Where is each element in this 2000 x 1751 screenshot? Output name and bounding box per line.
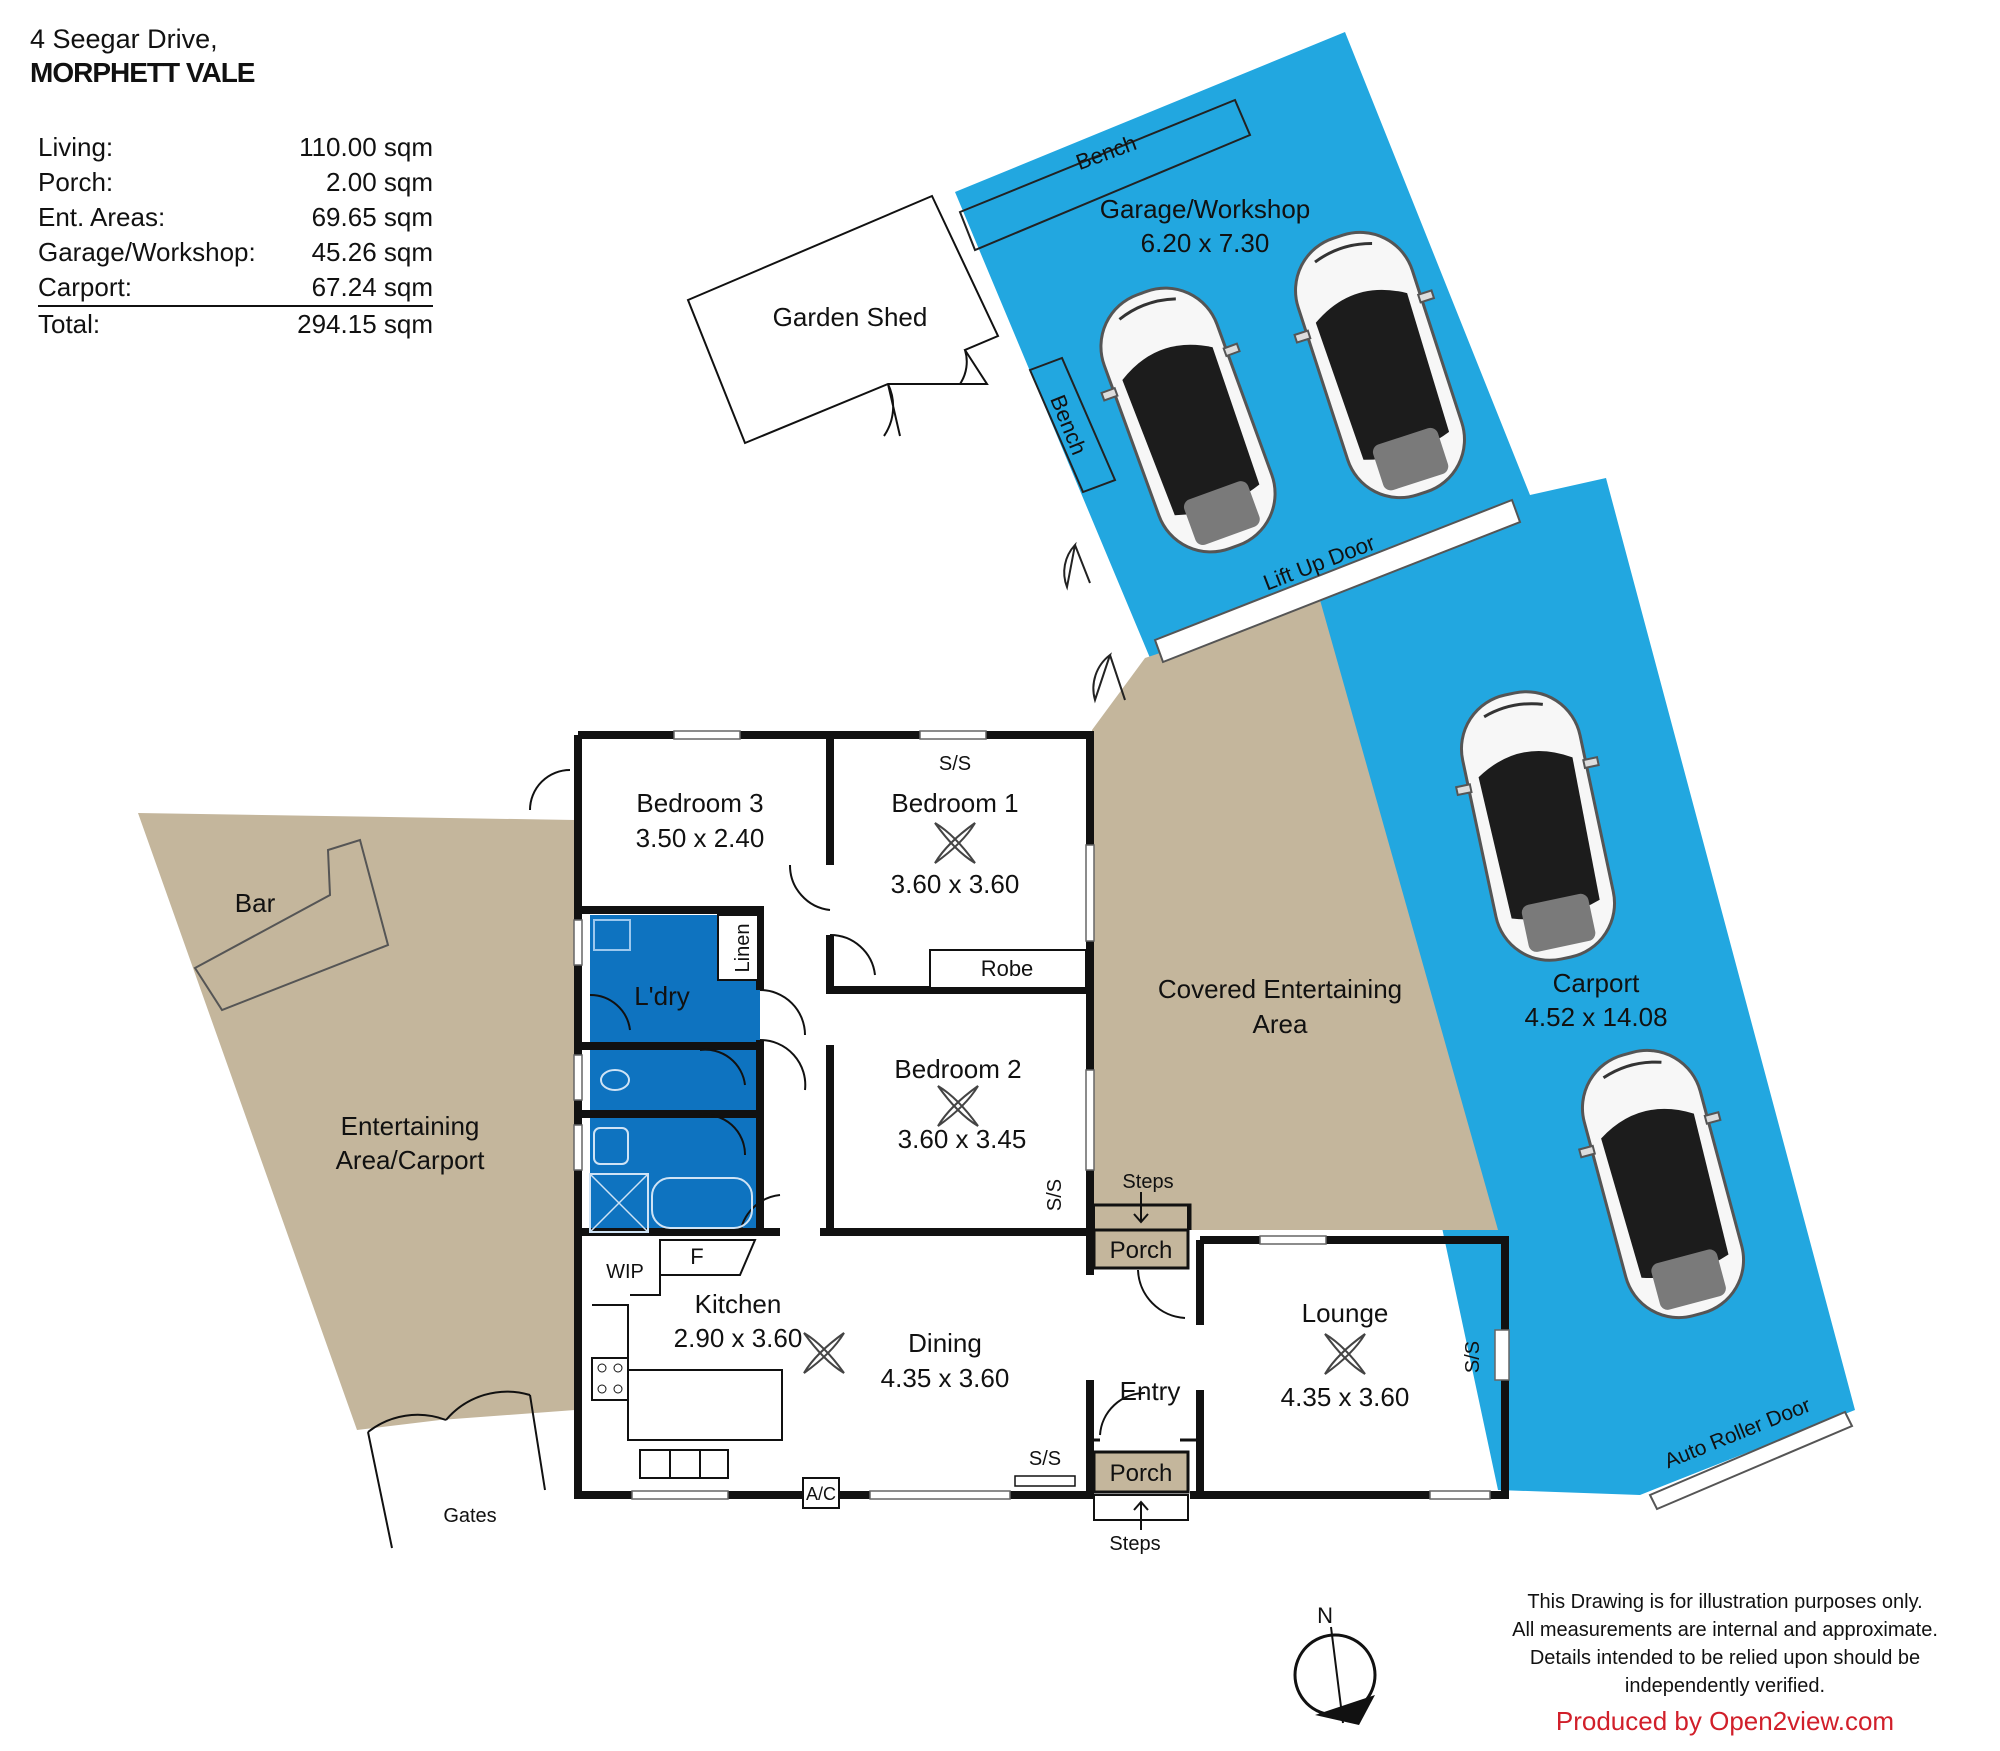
ss-label: S/S	[1462, 1341, 1484, 1373]
ss-label: S/S	[1029, 1448, 1061, 1470]
address: 4 Seegar Drive, MORPHETT VALE	[30, 22, 255, 90]
bedroom1-name: Bedroom 1	[891, 788, 1018, 818]
covered-entertaining-floor	[1092, 600, 1498, 1230]
ceiling-fan-icon	[1324, 1333, 1366, 1375]
covered-area-line1: Covered Entertaining	[1158, 974, 1402, 1004]
area-row: Porch:2.00 sqm	[38, 167, 433, 197]
ceiling-fan-icon	[937, 1085, 979, 1127]
address-street: 4 Seegar Drive,	[30, 24, 218, 54]
producer-credit: Produced by Open2view.com	[1555, 1706, 1895, 1736]
basin-icon	[593, 1127, 629, 1165]
ceiling-fan-icon	[934, 822, 976, 864]
windows	[573, 730, 1510, 1500]
garden-shed	[686, 194, 1000, 445]
bedroom1-dims: 3.60 x 3.60	[891, 869, 1020, 899]
lounge-name: Lounge	[1302, 1298, 1389, 1328]
linen-label: Linen	[732, 924, 754, 973]
garage-door-swing	[1063, 541, 1091, 591]
steps-bottom-label: Steps	[1109, 1533, 1160, 1555]
steps-top-label: Steps	[1122, 1171, 1173, 1193]
bench-side	[1028, 356, 1117, 494]
shower-cross	[589, 1173, 649, 1233]
ac-label: A/C	[806, 1484, 836, 1504]
disclaimer-line: independently verified.	[1624, 1675, 1826, 1697]
kitchen-dims: 2.90 x 3.60	[674, 1323, 803, 1353]
shower-icon	[589, 1173, 649, 1233]
laundry-label: L'dry	[634, 981, 690, 1011]
disclaimer-line: This Drawing is for illustration purpose…	[1527, 1591, 1923, 1613]
area-row: Garage/Workshop:45.26 sqm	[38, 237, 433, 267]
porch-bottom-label: Porch	[1110, 1460, 1173, 1487]
sink-icon	[639, 1449, 729, 1479]
linen-cupboard	[717, 914, 759, 981]
door-swings	[367, 769, 1186, 1436]
compass-north-label: N	[1317, 1603, 1333, 1628]
dining-dims: 4.35 x 3.60	[881, 1363, 1010, 1393]
cooktop-icon	[591, 1357, 629, 1401]
bedroom3-name: Bedroom 3	[636, 788, 763, 818]
ent-carport-line1: Entertaining	[341, 1111, 480, 1141]
garage-door-swing-2	[1092, 652, 1126, 704]
garden-shed-label: Garden Shed	[773, 302, 928, 332]
porch-bottom	[1092, 1450, 1190, 1494]
toilet-floor	[590, 1048, 760, 1110]
area-schedule: Living:110.00 sqm Porch:2.00 sqm Ent. Ar…	[38, 130, 433, 342]
bench-top	[958, 98, 1252, 252]
kitchen-name: Kitchen	[695, 1289, 782, 1319]
kitchen-island	[627, 1369, 783, 1441]
area-total: Total:294.15 sqm	[38, 305, 433, 342]
area-row: Carport:67.24 sqm	[38, 272, 433, 302]
ss-unit	[1014, 1475, 1076, 1487]
fridge	[659, 1239, 757, 1276]
disclaimer: This Drawing is for illustration purpose…	[1465, 1588, 1985, 1700]
steps-top-arrow	[1133, 1192, 1149, 1224]
ss-label: S/S	[939, 753, 971, 775]
bath-icon	[651, 1177, 753, 1229]
ent-carport-line2: Area/Carport	[336, 1145, 486, 1175]
robe-label: Robe	[981, 956, 1034, 981]
compass-icon: N	[1293, 1603, 1377, 1725]
address-suburb: MORPHETT VALE	[30, 57, 255, 88]
bedroom3-dims: 3.50 x 2.40	[636, 823, 765, 853]
bedroom2-name: Bedroom 2	[894, 1054, 1021, 1084]
area-row: Living:110.00 sqm	[38, 132, 433, 162]
house-walls	[574, 731, 1509, 1499]
area-row: Ent. Areas:69.65 sqm	[38, 202, 433, 232]
gates-label: Gates	[443, 1505, 496, 1527]
shed-door-swing-2	[959, 349, 968, 385]
garage-dims: 6.20 x 7.30	[1141, 228, 1270, 258]
bar-label: Bar	[235, 888, 276, 918]
porch-top-label: Porch	[1110, 1237, 1173, 1264]
auto-roller-door	[1648, 1410, 1854, 1511]
dining-name: Dining	[908, 1328, 982, 1358]
carport-name: Carport	[1553, 968, 1640, 998]
entry-label: Entry	[1120, 1376, 1181, 1406]
wip-label: WIP	[606, 1261, 644, 1283]
lift-up-door	[1153, 498, 1522, 664]
ac-unit	[802, 1477, 840, 1509]
robe	[929, 949, 1087, 989]
bathroom-floor	[590, 1118, 760, 1233]
laundry-tub	[593, 919, 631, 951]
toilet-icon	[600, 1069, 630, 1091]
ss-label: S/S	[1044, 1179, 1066, 1211]
garage-name: Garage/Workshop	[1100, 194, 1311, 224]
ceiling-fan-icon	[803, 1332, 845, 1374]
disclaimer-line: All measurements are internal and approx…	[1512, 1619, 1938, 1641]
sink-divider	[669, 1450, 701, 1478]
carport-dims: 4.52 x 14.08	[1524, 1002, 1667, 1032]
disclaimer-line: Details intended to be relied upon shoul…	[1529, 1647, 1921, 1669]
lounge-dims: 4.35 x 3.60	[1281, 1382, 1410, 1412]
bedroom2-dims: 3.60 x 3.45	[898, 1124, 1027, 1154]
bar-counter	[193, 838, 390, 1012]
fridge-label: F	[690, 1244, 703, 1269]
shed-door-swing	[883, 383, 901, 437]
covered-area-line2: Area	[1253, 1009, 1308, 1039]
steps-bottom-arrow	[1133, 1500, 1149, 1530]
